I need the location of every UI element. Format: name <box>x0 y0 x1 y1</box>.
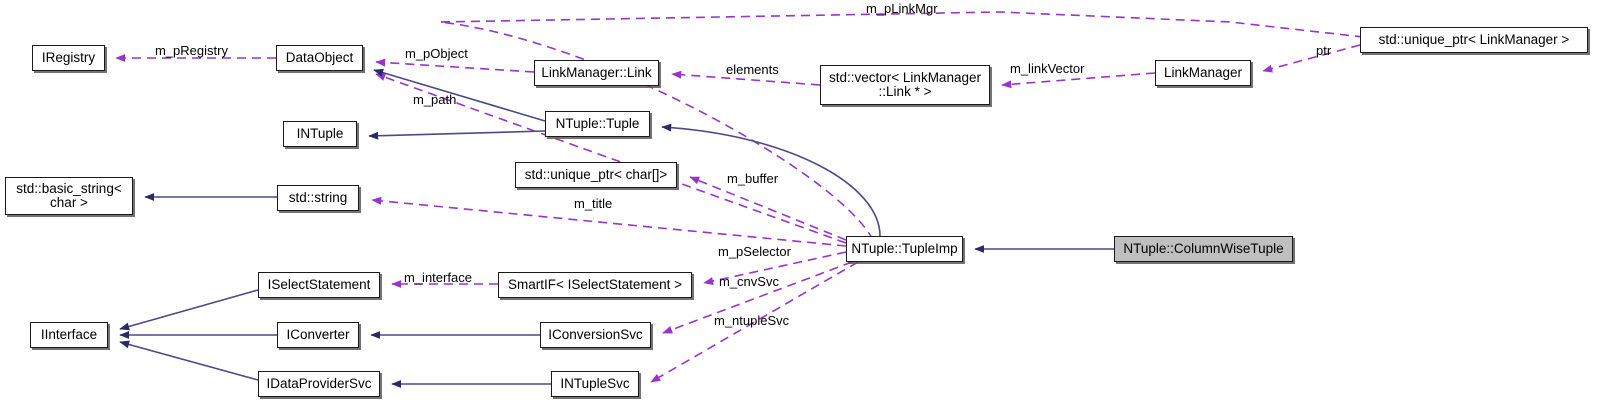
edge-tuple-dataobject <box>373 68 546 122</box>
inheritance-edges <box>119 68 1114 388</box>
node-std-unique-ptr-char-array[interactable]: std::unique_ptr< char[]> <box>515 162 677 188</box>
edge-m_cnvSvc <box>662 261 853 334</box>
node-ntuple-columnwisetuple[interactable]: NTuple::ColumnWiseTuple <box>1114 236 1293 262</box>
node-ntuple-tupleimp[interactable]: NTuple::TupleImp <box>846 236 963 262</box>
edge-m_buffer <box>689 176 847 241</box>
node-iconverter[interactable]: IConverter <box>277 322 359 348</box>
node-dataobject[interactable]: DataObject <box>276 45 363 71</box>
node-ntuple-tuple[interactable]: NTuple::Tuple <box>545 111 650 137</box>
node-iregistry[interactable]: IRegistry <box>32 45 105 71</box>
edge-label-m-ntuplesvc: m_ntupleSvc <box>714 313 790 328</box>
edge-label-m-path: m_path <box>413 92 457 107</box>
node-std-string[interactable]: std::string <box>277 185 359 211</box>
edge-label-m-buffer: m_buffer <box>727 171 779 186</box>
node-iconversionsvc[interactable]: IConversionSvc <box>540 322 651 348</box>
edge-label-m-pselector: m_pSelector <box>718 244 791 259</box>
edge-label-m-linkvector: m_linkVector <box>1010 61 1085 76</box>
edge-tupleimp-tuple <box>661 123 881 237</box>
edge-tuple-intuple <box>368 130 546 140</box>
edge-label-m-pregistry: m_pRegistry <box>155 43 228 58</box>
edge-elements <box>671 70 821 86</box>
edge-label-m-plinkmgr: m_pLinkMgr <box>866 1 938 16</box>
node-linkmanager[interactable]: LinkManager <box>1155 60 1251 86</box>
edge-label-ptr: ptr <box>1316 43 1332 58</box>
node-iinterface[interactable]: IInterface <box>30 322 108 348</box>
edge-label-m-pobject: m_pObject <box>405 46 468 61</box>
node-intuple[interactable]: INTuple <box>283 121 357 147</box>
node-std-basic-string-char[interactable]: std::basic_string< char > <box>5 177 133 215</box>
node-linkmanager-link[interactable]: LinkManager::Link <box>534 60 659 86</box>
node-idataprovidersvc[interactable]: IDataProviderSvc <box>258 371 380 397</box>
node-std-vector-linkmanager-link[interactable]: std::vector< LinkManager ::Link * > <box>820 65 990 105</box>
edge-m_pObject <box>375 58 535 73</box>
edge-ptr <box>1262 44 1361 73</box>
edge-iselect-iinterface <box>119 289 259 331</box>
edge-m_linkVector <box>1001 72 1156 89</box>
node-smartif-iselectstatement[interactable]: SmartIF< ISelectStatement > <box>498 272 692 298</box>
edge-label-m-cnvsvc: m_cnvSvc <box>719 274 779 289</box>
edge-label-m-interface: m_interface <box>404 270 472 285</box>
edge-m_pLinkMgr <box>439 11 1373 241</box>
edge-m_ntupleSvc <box>650 261 859 383</box>
edge-label-m-title: m_title <box>574 196 613 211</box>
edge-idataprovider-iinterface <box>119 340 259 381</box>
usage-edges <box>115 11 1373 383</box>
node-intuplesvc[interactable]: INTupleSvc <box>551 371 639 397</box>
edge-label-elements: elements <box>726 62 779 77</box>
node-iselectstatement[interactable]: ISelectStatement <box>258 272 380 298</box>
edge-m_path <box>375 73 847 244</box>
node-std-unique-ptr-linkmanager[interactable]: std::unique_ptr< LinkManager > <box>1360 27 1588 53</box>
edge-m_pSelector <box>703 251 847 285</box>
edge-m_title <box>371 196 847 247</box>
